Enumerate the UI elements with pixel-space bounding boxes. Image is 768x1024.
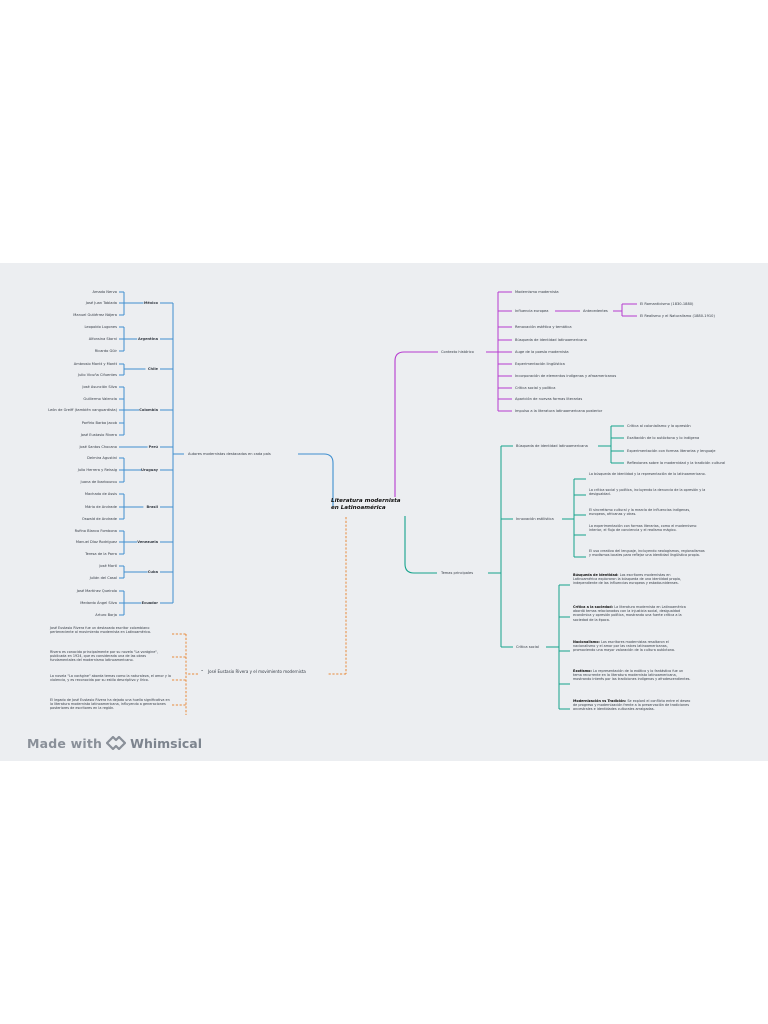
author-node[interactable]: Delmira Agustini bbox=[87, 456, 117, 460]
rivera-note[interactable]: El legado de José Eustasio Rivera ha dej… bbox=[50, 698, 170, 711]
country-méxico[interactable]: México bbox=[143, 301, 158, 305]
contexto-item[interactable]: Impulso a la literatura latinoamericana … bbox=[515, 409, 603, 413]
author-node[interactable]: Guillermo Valencia bbox=[83, 397, 117, 401]
bullet-icon: • bbox=[201, 669, 204, 673]
critica-item[interactable]: Búsqueda de identidad: Los escritores mo… bbox=[573, 573, 691, 586]
author-node[interactable]: Arturo Borja bbox=[95, 613, 117, 617]
innovacion-item[interactable]: El uso creativo del lenguaje, incluyendo… bbox=[589, 549, 705, 558]
innovacion-item[interactable]: La crítica social y política, incluyendo… bbox=[589, 488, 706, 497]
author-node[interactable]: Ambrosio Montt y Montt bbox=[73, 362, 117, 366]
innovacion-item[interactable]: El sincretismo cultural y la mezcla de i… bbox=[589, 508, 691, 517]
author-node[interactable]: Mário de Andrade bbox=[85, 505, 117, 509]
innovacion-item[interactable]: La experimentación con formas literarias… bbox=[589, 524, 697, 533]
critica-item-key: Exotismo: bbox=[573, 669, 594, 673]
critica-item[interactable]: Crítica a la sociedad: La literatura mod… bbox=[573, 605, 691, 622]
author-node[interactable]: Julián del Casal bbox=[89, 576, 117, 580]
author-node[interactable]: José Martínez Queirolo bbox=[76, 589, 117, 593]
author-node[interactable]: José Santos Chocano bbox=[79, 445, 117, 449]
root-to-autores bbox=[298, 453, 334, 506]
author-node[interactable]: Juana de Ibarbourou bbox=[80, 480, 117, 484]
country-brasil[interactable]: Brasil bbox=[146, 505, 158, 509]
critica-item-text: La literatura modernista en Latinoaméric… bbox=[573, 605, 686, 622]
author-node[interactable]: Julio Herrera y Reissig bbox=[77, 468, 117, 472]
busqueda-node[interactable]: Búsqueda de identidad latinoamericana bbox=[516, 444, 588, 448]
made-with-whimsical-badge[interactable]: Made with Whimsical bbox=[27, 733, 202, 753]
contexto-item[interactable]: Auge de la poesía modernista bbox=[515, 350, 569, 354]
whimsical-brand-name: Whimsical bbox=[130, 735, 203, 751]
author-node[interactable]: Ricardo Güir bbox=[94, 349, 117, 353]
country-colombia[interactable]: Colombia bbox=[139, 408, 158, 412]
antecedente-item[interactable]: El Realismo y el Naturalismo (1880-1910) bbox=[640, 314, 715, 318]
critica-item-text: Los escritores modernistas en Latinoamér… bbox=[573, 573, 682, 586]
author-node[interactable]: Machado de Assis bbox=[84, 492, 117, 496]
rivera-note[interactable]: La novela "La vorágine" aborda temas com… bbox=[50, 674, 172, 683]
critica-item-key: Crítica a la sociedad: bbox=[573, 605, 615, 609]
author-node[interactable]: Teresa de la Parra bbox=[85, 552, 117, 556]
branch-autores[interactable]: Autores modernistas destacados en cada p… bbox=[188, 452, 271, 456]
contexto-item[interactable]: Búsqueda de identidad latinoamericana bbox=[515, 338, 587, 342]
author-node[interactable]: Alfonsina Storni bbox=[88, 337, 117, 341]
connector-lines bbox=[119, 291, 637, 715]
critica-item-text: Los escritores modernistas resaltaron el… bbox=[573, 640, 676, 653]
branch-contexto[interactable]: Contexto histórico bbox=[441, 350, 474, 354]
critica-item-key: Búsqueda de identidad: bbox=[573, 573, 620, 577]
author-node[interactable]: Julio Vicuña Cifuentes bbox=[78, 373, 117, 377]
author-node[interactable]: Manuel Díaz Rodríguez bbox=[75, 540, 117, 544]
author-node[interactable]: Medardo Ángel Silva bbox=[80, 601, 117, 605]
author-node[interactable]: Amado Nervo bbox=[92, 290, 118, 294]
critica-item[interactable]: Nacionalismo: Los escritores modernistas… bbox=[573, 640, 691, 653]
innovacion-item[interactable]: La búsqueda de identidad y la representa… bbox=[589, 472, 706, 476]
country-perú[interactable]: Perú bbox=[148, 445, 158, 449]
root-to-temas bbox=[404, 516, 437, 574]
antecedente-item[interactable]: El Romanticismo (1830-1880) bbox=[640, 302, 694, 306]
contexto-item[interactable]: Renovación estética y temática bbox=[515, 325, 572, 329]
author-node[interactable]: Manuel Gutiérrez Nájera bbox=[73, 313, 117, 317]
author-node[interactable]: Porfirio Barba Jacob bbox=[81, 421, 117, 425]
country-ecuador[interactable]: Ecuador bbox=[141, 601, 158, 605]
made-with-text: Made with bbox=[27, 735, 103, 751]
critica-item-text: Se exploró el conflicto entre el deseo d… bbox=[573, 699, 691, 712]
critica-item[interactable]: Exotismo: La representación de lo exótic… bbox=[573, 669, 691, 682]
author-node[interactable]: José Eustasio Rivera bbox=[80, 433, 117, 437]
root-to-contexto bbox=[394, 351, 438, 497]
busqueda-item[interactable]: Crítica al colonialismo y la opresión bbox=[627, 424, 691, 428]
mind-map-canvas: Literatura modernista en Latinoamérica M… bbox=[0, 263, 768, 761]
rivera-note[interactable]: José Eustasio Rivera fue un destacado es… bbox=[50, 626, 152, 635]
country-cuba[interactable]: Cuba bbox=[147, 570, 158, 574]
whimsical-logo-icon bbox=[106, 736, 127, 750]
branch-temas[interactable]: Temas principales bbox=[441, 571, 474, 575]
contexto-item[interactable]: Aparición de nuevas formas literarias bbox=[515, 397, 583, 401]
busqueda-item[interactable]: Reflexiones sobre la modernidad y la tra… bbox=[627, 461, 726, 465]
author-node[interactable]: Oswald de Andrade bbox=[81, 517, 117, 521]
contexto-item[interactable]: Influencia europea bbox=[515, 309, 549, 313]
author-node[interactable]: José Martí bbox=[99, 564, 117, 568]
busqueda-item[interactable]: Experimentación con formas literarias y … bbox=[627, 449, 716, 453]
critica-item-text: La representación de lo exótico y lo fan… bbox=[573, 669, 691, 682]
critica-item[interactable]: Modernización vs Tradición: Se exploró e… bbox=[573, 699, 691, 712]
author-node[interactable]: Leopoldo Lugones bbox=[84, 325, 117, 329]
critica-item-key: Nacionalismo: bbox=[573, 640, 602, 644]
contexto-item[interactable]: Crítica social y política bbox=[515, 386, 556, 390]
antecedentes-node[interactable]: Antecedentes bbox=[583, 309, 608, 313]
busqueda-item[interactable]: Exaltación de lo autóctono y lo indígena bbox=[627, 436, 700, 440]
contexto-item[interactable]: Incorporación de elementos indígenas y a… bbox=[515, 374, 617, 378]
author-node[interactable]: León de Greiff (también vanguardista) bbox=[48, 408, 117, 412]
branch-rivera[interactable]: José Eustasio Rivera y el movimiento mod… bbox=[208, 669, 306, 674]
rivera-note[interactable]: Rivera es conocido principalmente por su… bbox=[50, 650, 159, 663]
country-uruguay[interactable]: Uruguay bbox=[140, 468, 158, 472]
country-chile[interactable]: Chile bbox=[147, 367, 158, 371]
country-venezuela[interactable]: Venezuela bbox=[137, 540, 158, 544]
contexto-item[interactable]: Experimentación lingüística bbox=[515, 362, 565, 366]
contexto-item[interactable]: Modernismo modernista bbox=[515, 290, 559, 294]
root-topic[interactable]: Literatura modernista en Latinoamérica bbox=[331, 498, 401, 511]
critica-item-key: Modernización vs Tradición: bbox=[573, 699, 628, 703]
country-argentina[interactable]: Argentina bbox=[137, 337, 158, 341]
author-node[interactable]: José Asunción Silva bbox=[82, 385, 117, 389]
author-node[interactable]: Rufino Blanco Fombona bbox=[74, 529, 117, 533]
innovacion-node[interactable]: Innovación estilística bbox=[516, 517, 554, 521]
author-node[interactable]: José Juan Tablada bbox=[85, 301, 117, 305]
critica-node[interactable]: Crítica social bbox=[516, 645, 539, 649]
